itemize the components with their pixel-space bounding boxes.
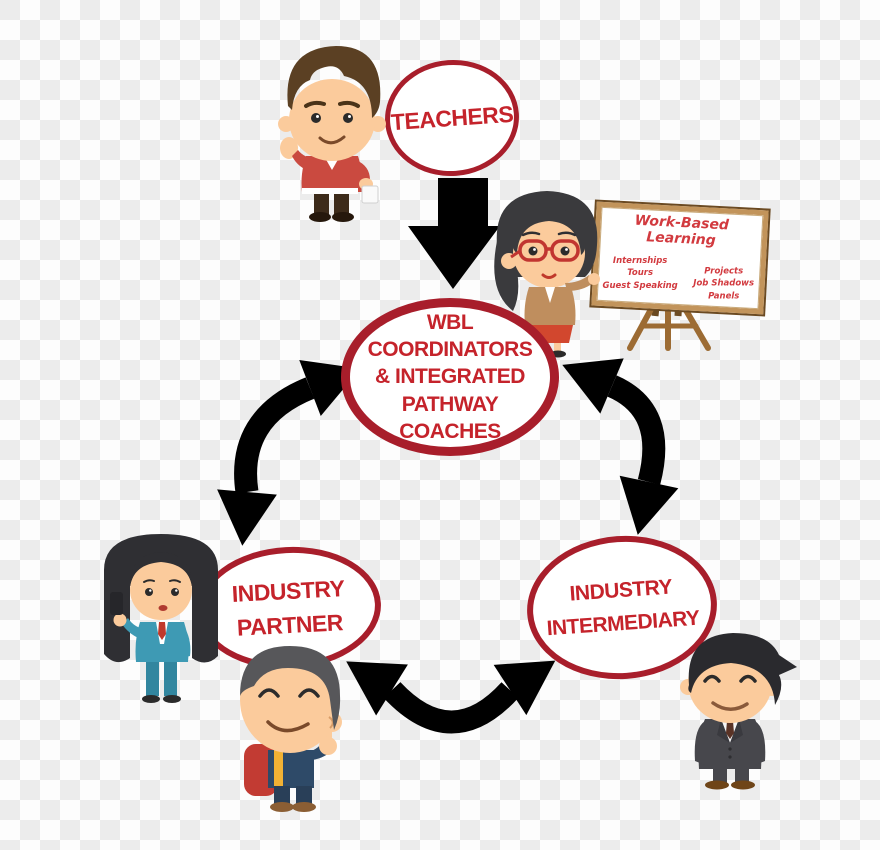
whiteboard-title: Work-Based Learning [600,211,763,252]
curved-arrow-wbl-intermediary [562,358,679,535]
node-teachers-label: TEACHERS [389,100,514,135]
node-wbl-coordinators: WBL COORDINATORS & INTEGRATED PATHWAY CO… [341,298,559,456]
node-partner-line1: INDUSTRY [231,574,346,607]
node-wbl-line1: WBL COORDINATORS [367,310,533,362]
teacher-boy-illustration [278,46,386,222]
down-arrow [408,178,500,289]
node-wbl-line3: PATHWAY COACHES [399,392,501,443]
curved-arrow-partner-intermediary [346,660,556,734]
businesswoman-illustration [104,534,218,703]
student-boy-illustration [240,646,342,812]
businessman-illustration [680,633,797,790]
whiteboard-item: Job Shadows [693,278,755,289]
whiteboard-title-line2: Learning [645,229,717,249]
whiteboard-item: Projects [704,266,744,277]
node-wbl-line2: & INTEGRATED [375,365,525,389]
whiteboard-item: Panels [708,290,740,301]
whiteboard-right-list: Projects Job Shadows Panels [682,265,766,302]
